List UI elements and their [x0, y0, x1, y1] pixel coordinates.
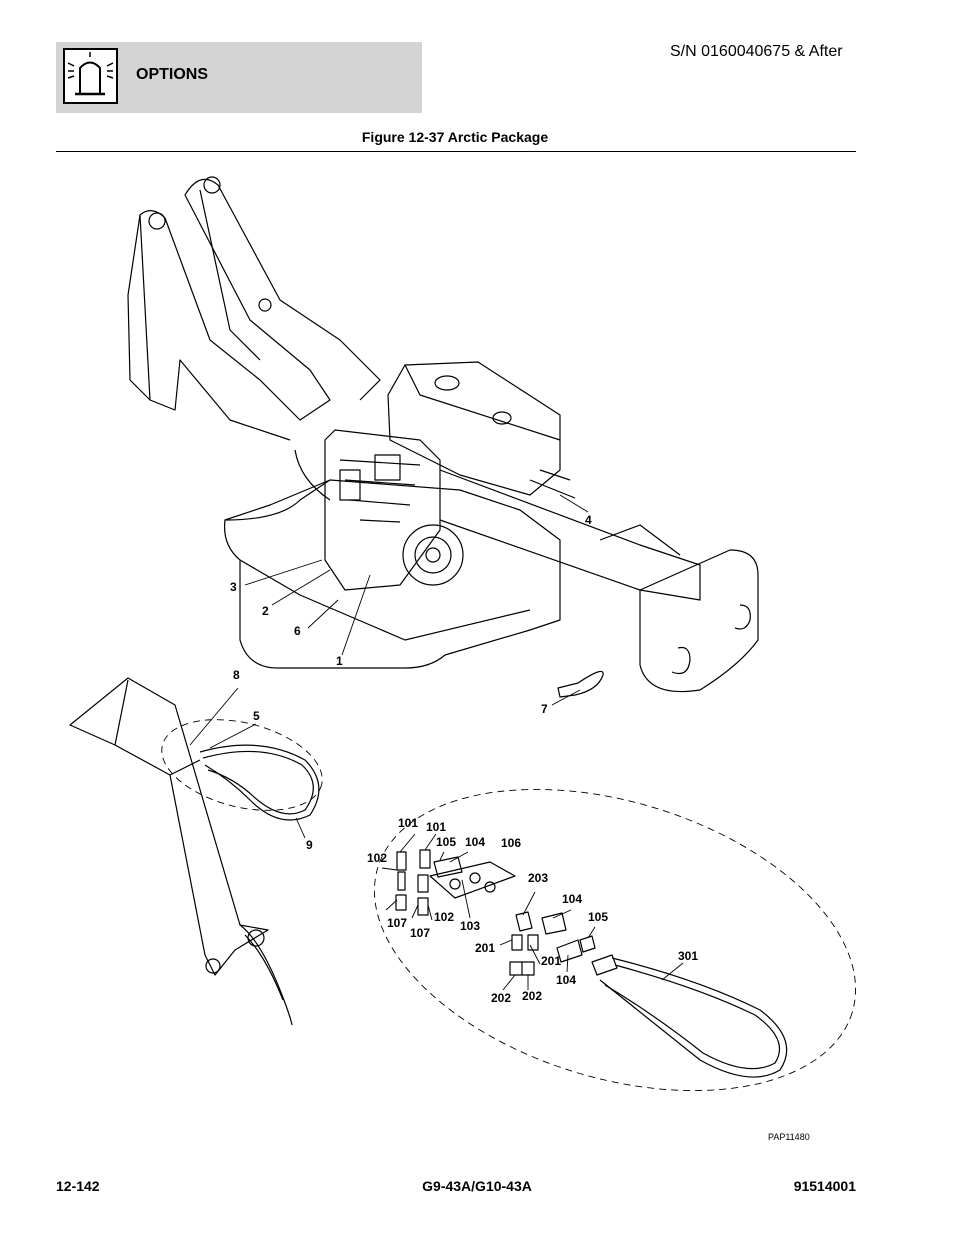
callout-107a: 107 [387, 916, 408, 930]
engine [324, 429, 441, 591]
hose-301 [599, 957, 788, 1078]
callout-203: 203 [528, 871, 549, 885]
callout-102a: 102 [367, 851, 388, 865]
counterweight [639, 549, 759, 693]
callout-5: 5 [253, 709, 260, 723]
callout-301: 301 [678, 949, 699, 963]
callout-7: 7 [541, 702, 548, 716]
callout-107b: 107 [410, 926, 431, 940]
hose-loop [199, 744, 320, 821]
callout-201a: 201 [475, 941, 496, 955]
callout-9: 9 [306, 838, 313, 852]
callout-106: 106 [501, 836, 522, 850]
callout-101a: 101 [398, 816, 419, 830]
callout-202b: 202 [522, 989, 543, 1003]
callout-104a: 104 [465, 835, 486, 849]
header-rule [56, 151, 856, 152]
footer-doc-number: 91514001 [793, 1178, 856, 1194]
callout-202a: 202 [491, 991, 512, 1005]
callout-101b: 101 [426, 820, 447, 834]
frame-tub [223, 479, 561, 669]
boom-arm [127, 178, 381, 421]
coupler-loop [557, 670, 604, 698]
figure-title: Figure 12-37 Arctic Package [361, 129, 549, 145]
callout-104c: 104 [556, 973, 577, 987]
callout-105b: 105 [588, 910, 609, 924]
callout-1: 1 [336, 654, 343, 668]
serial-number: S/N 0160040675 & After [670, 43, 843, 60]
options-beacon-icon [63, 48, 118, 104]
frame-rail [439, 469, 701, 601]
section-header: OPTIONS [56, 42, 422, 113]
callout-105a: 105 [436, 835, 457, 849]
flywheel [402, 524, 464, 586]
callout-6: 6 [294, 624, 301, 638]
section-title: OPTIONS [136, 66, 209, 83]
footer-page-number: 12-142 [56, 1178, 100, 1194]
callout-4: 4 [585, 513, 592, 527]
kit-106-frame [429, 861, 516, 899]
lower-boom [69, 677, 269, 976]
callout-2: 2 [262, 604, 269, 618]
hydraulic-tank [387, 361, 561, 496]
callout-8: 8 [233, 668, 240, 682]
callout-102b: 102 [434, 910, 455, 924]
callout-201b: 201 [541, 954, 562, 968]
detail-ellipse-small [161, 719, 323, 811]
callout-3: 3 [230, 580, 237, 594]
drawing-id: PAP11480 [768, 1132, 810, 1142]
callout-104b: 104 [562, 892, 583, 906]
footer-model: G9-43A/G10-43A [422, 1178, 532, 1194]
detail-ellipse-large [373, 788, 857, 1092]
callout-103: 103 [460, 919, 481, 933]
